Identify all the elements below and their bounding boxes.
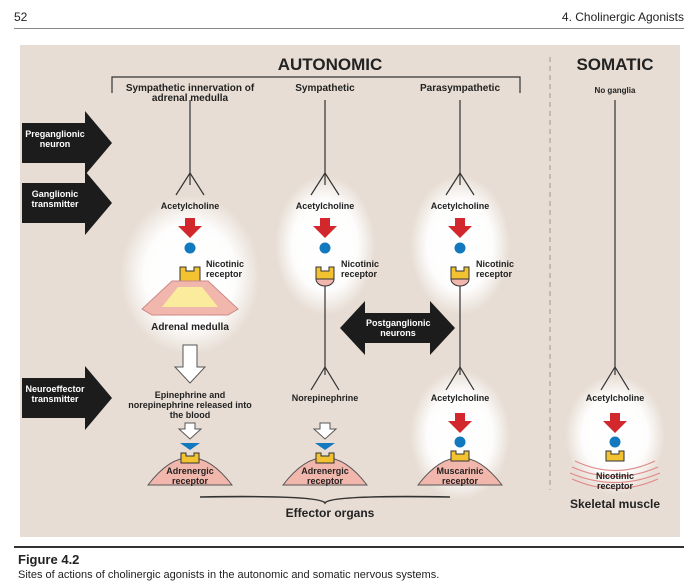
adrenal-medulla-label: Adrenal medulla [151,322,229,333]
transmitter-label: Acetylcholine [430,201,490,211]
figure-caption: Sites of actions of cholinergic agonists… [18,569,440,581]
postganglionic-label: Postganglionic neurons [366,318,431,338]
postganglionic-arrow [340,301,455,355]
autonomic-bracket [111,76,521,93]
side-arrows [22,111,112,430]
figure-title: Figure 4.2 [18,552,80,567]
transmitter-dots [184,242,621,448]
effector-brace [199,495,451,505]
column-sym-adrenal: Sympathetic innervation of adrenal medul… [125,83,255,104]
adrenal-release-label: Epinephrine and norepinephrine released … [128,390,252,420]
red-arrows [178,218,627,433]
neuron-lines [175,100,630,391]
adrenergic-receptor-label: Adrenergic receptor [301,466,349,486]
preganglionic-label: Preganglionic neuron [25,129,85,149]
bottom-divider [14,546,684,548]
nicotinic-receptor-label: Nicotinic receptor [341,259,380,279]
figure-panel: AUTONOMIC SOMATIC Sympathetic innervatio… [20,45,680,537]
muscarinic-receptor-label: Muscarinic receptor [436,466,484,486]
column-sympathetic: Sympathetic [295,83,355,94]
page-number: 52 [14,10,28,24]
top-divider [14,28,684,29]
parasympathetic-ach-label: Acetylcholine [430,393,490,403]
transmitter-label: Acetylcholine [160,201,220,211]
skeletal-muscle-label: Skeletal muscle [569,497,661,511]
somatic-heading: SOMATIC [576,55,654,74]
somatic-ach-label: Acetylcholine [585,393,645,403]
transmitter-label: Acetylcholine [295,201,355,211]
adrenergic-receptor-label: Adrenergic receptor [166,466,214,486]
ganglionic-label: Ganglionic transmitter [31,189,79,209]
catecholamine-markers [180,443,335,450]
ganglionic-receptors [179,266,470,287]
release-arrows [173,344,338,440]
column-parasympathetic: Parasympathetic [419,83,501,94]
skeletal-muscle-striations [569,460,661,490]
effector-organs-label: Effector organs [285,506,375,520]
effector-receptors [180,450,625,464]
column-no-ganglia: No ganglia [594,86,636,95]
autonomic-heading: AUTONOMIC [277,55,383,74]
effector-organs [146,457,504,486]
chapter-title: 4. Cholinergic Agonists [561,10,684,24]
neuroeffector-label: Neuroeffector transmitter [25,384,85,404]
nicotinic-receptor-label: Nicotinic receptor [206,259,245,279]
figure-graphics [22,57,665,505]
norepinephrine-label: Norepinephrine [291,393,359,403]
nicotinic-receptor-label: Nicotinic receptor [476,259,515,279]
somatic-nicotinic-label: Nicotinic receptor [595,471,634,491]
